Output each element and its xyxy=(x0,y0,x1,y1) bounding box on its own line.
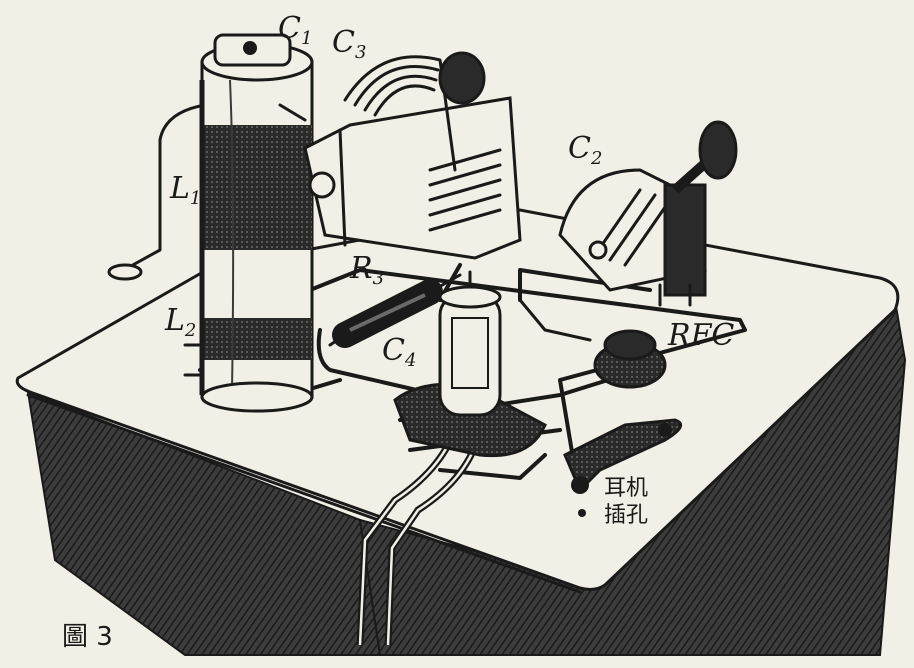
component-labels: C1 C3 C2 L1 L2 R3 C4 RFC 耳机 插孔 圖 3 xyxy=(62,11,734,652)
label-r3: R3 xyxy=(349,251,384,289)
headphone-jack xyxy=(563,418,683,517)
figure-caption: 圖 3 xyxy=(62,622,113,652)
label-rfc: RFC xyxy=(667,318,734,353)
vacuum-tube xyxy=(393,270,547,458)
label-jack-line1: 耳机 xyxy=(604,476,648,501)
capacitor-c3 xyxy=(303,51,522,260)
capacitor-c2 xyxy=(558,120,738,307)
label-jack-line2: 插孔 xyxy=(604,503,648,528)
label-c1: C1 xyxy=(278,11,312,49)
label-c4: C4 xyxy=(382,333,416,371)
rfc-choke xyxy=(518,298,667,389)
label-l2: L2 xyxy=(164,303,196,341)
resistor-r3 xyxy=(328,273,462,348)
label-c2: C2 xyxy=(568,131,602,169)
coil-l1-l2 xyxy=(107,33,314,413)
label-c3: C3 xyxy=(332,25,366,63)
label-l1: L1 xyxy=(169,171,201,209)
